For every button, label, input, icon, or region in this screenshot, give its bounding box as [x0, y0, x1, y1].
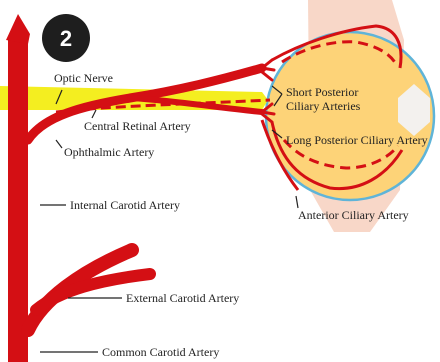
internal-carotid-cap	[6, 14, 30, 44]
step-badge-number: 2	[60, 26, 72, 51]
label-short-posterior-2: Ciliary Arteries	[286, 99, 361, 113]
label-ophthalmic-artery: Ophthalmic Artery	[64, 145, 154, 159]
label-long-posterior: Long Posterior Ciliary Artery	[286, 133, 428, 147]
label-optic-nerve: Optic Nerve	[54, 71, 113, 85]
label-central-retinal-artery: Central Retinal Artery	[84, 119, 191, 133]
label-common-carotid: Common Carotid Artery	[102, 345, 219, 359]
label-anterior-ciliary: Anterior Ciliary Artery	[298, 208, 409, 222]
label-short-posterior-1: Short Posterior	[286, 85, 358, 99]
label-internal-carotid: Internal Carotid Artery	[70, 198, 180, 212]
label-external-carotid: External Carotid Artery	[126, 291, 239, 305]
